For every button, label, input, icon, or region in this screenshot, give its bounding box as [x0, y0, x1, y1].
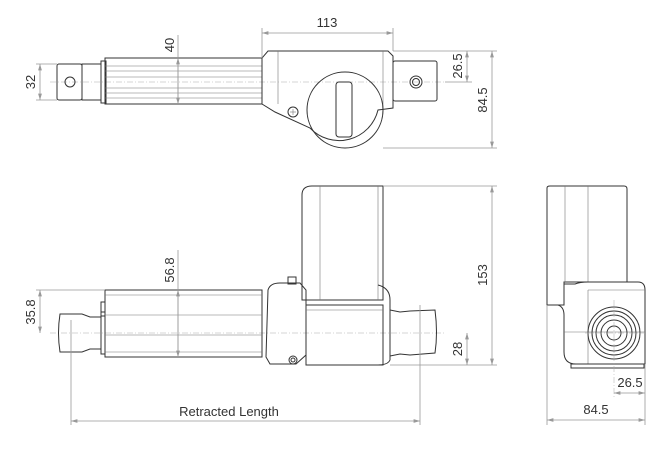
screw-icon: [288, 355, 298, 365]
dim-26-5-end: 26.5: [617, 375, 642, 390]
dim-153: 153: [475, 264, 490, 286]
dim-56-8: 56.8: [162, 257, 177, 282]
rear-end-circles: [585, 300, 645, 398]
outer-tube: [104, 57, 263, 105]
end-view: 26.5 84.5: [546, 185, 646, 425]
retracted-length-label: Retracted Length: [179, 404, 279, 419]
dim-84-5-end: 84.5: [583, 402, 608, 417]
dim-40: 40: [162, 38, 177, 52]
motor: [301, 185, 384, 301]
outer-tube-side: [104, 289, 263, 358]
top-view: 113 40 32 26.5 84.5: [23, 15, 497, 149]
rear-clevis: [392, 60, 438, 102]
gear-housing: [261, 50, 394, 149]
dim-84-5-top: 84.5: [475, 87, 490, 112]
front-rod-end: [56, 60, 107, 104]
front-rod-end-side: [58, 301, 106, 355]
side-view: 56.8 35.8 153 28 Retracted Length: [23, 185, 497, 425]
rear-rod-end-side: [389, 309, 437, 357]
dim-32: 32: [23, 75, 38, 89]
rod-eye-hole-icon: [64, 76, 76, 88]
dim-28: 28: [450, 342, 465, 356]
dim-113: 113: [317, 15, 338, 30]
dim-35-8: 35.8: [23, 299, 38, 324]
gear-housing-side: [265, 276, 391, 366]
screw-icon: [287, 106, 299, 118]
dim-26-5-top: 26.5: [450, 53, 465, 78]
